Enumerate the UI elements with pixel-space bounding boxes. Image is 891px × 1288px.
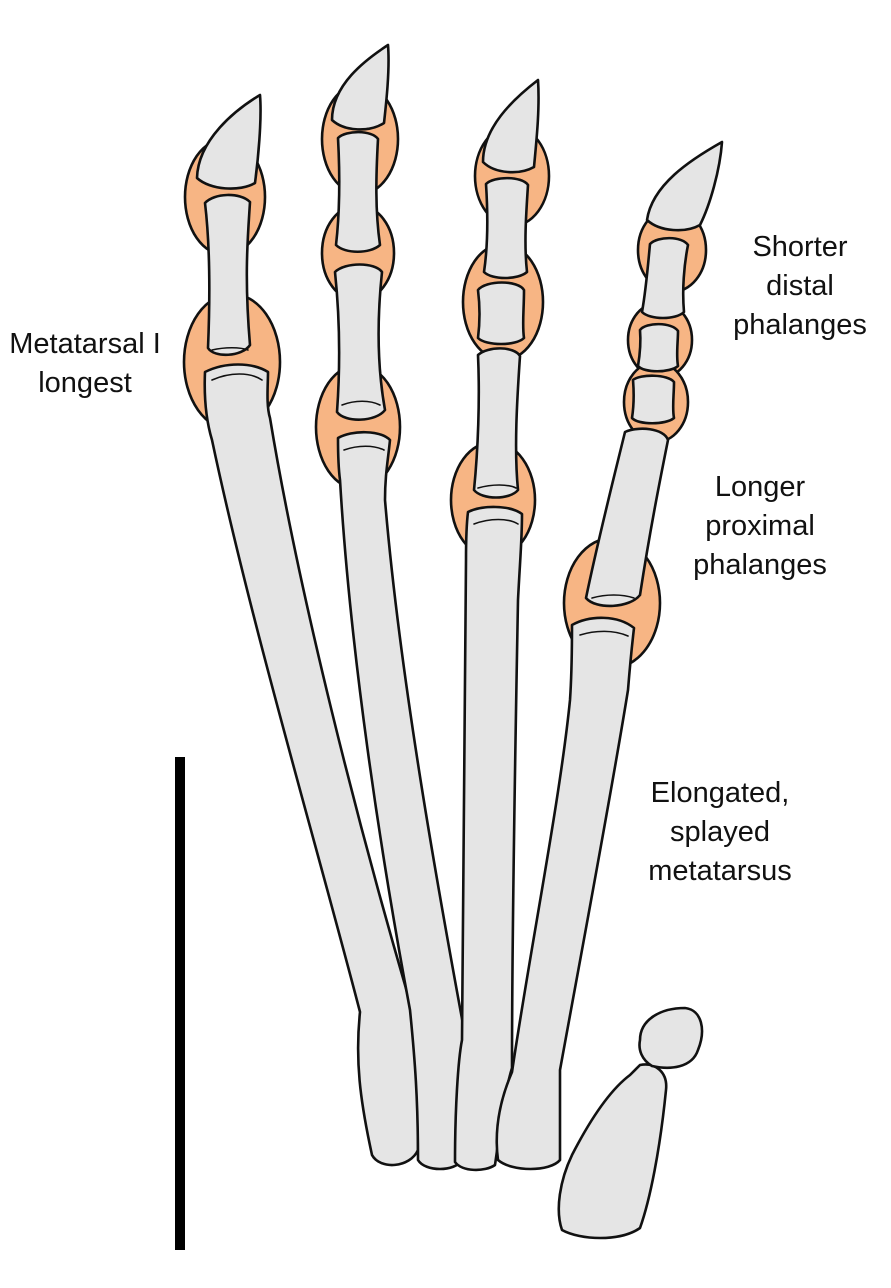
label-line: Shorter: [752, 231, 848, 263]
proximal-phalanx-2: [333, 263, 387, 421]
digit-3: [449, 78, 551, 1172]
label-line: longest: [38, 367, 132, 399]
scale-bar: [175, 757, 185, 1250]
middle-phalanx-4c: [640, 236, 690, 320]
label-line: phalanges: [693, 549, 827, 581]
metatarsal-3: [453, 505, 524, 1172]
label-line: metatarsus: [648, 855, 792, 887]
vestigial-phalanx: [638, 1006, 704, 1070]
label-line: Metatarsal I: [9, 328, 161, 360]
label-line: proximal: [705, 510, 815, 542]
digit-1: [182, 93, 420, 1167]
joint-line: [341, 400, 381, 406]
metatarsal-4: [495, 616, 636, 1171]
metatarsal-1: [203, 363, 420, 1167]
joint-line: [591, 594, 635, 599]
metatarsal-2: [336, 430, 467, 1171]
claw-1: [195, 93, 262, 190]
label-metatarsal-i-longest: Metatarsal I longest: [0, 325, 190, 403]
joint-line: [343, 445, 385, 451]
joint-line: [473, 518, 519, 525]
label-longer-proximal-phalanges: Longer proximal phalanges: [660, 468, 860, 585]
digit-4: [495, 140, 724, 1171]
joint-line: [211, 373, 263, 381]
joint-line: [211, 346, 249, 351]
joint-line: [579, 630, 629, 637]
proximal-phalanx-1: [203, 193, 252, 357]
label-elongated-splayed-metatarsus: Elongated, splayed metatarsus: [615, 774, 825, 891]
label-line: Elongated,: [650, 777, 790, 809]
label-line: splayed: [670, 816, 770, 848]
label-shorter-distal-phalanges: Shorter distal phalanges: [705, 228, 891, 345]
label-line: distal: [766, 270, 834, 302]
vestigial-metatarsal: [557, 1063, 668, 1240]
vestigial-digit: [557, 1006, 704, 1240]
digit-2: [314, 43, 467, 1171]
middle-phalanx-4b: [636, 322, 680, 373]
middle-phalanx-3b: [482, 176, 530, 280]
middle-phalanx-3a: [476, 281, 526, 346]
joint-line: [477, 484, 517, 489]
claw-4: [645, 140, 724, 232]
claw-2: [330, 43, 390, 131]
middle-phalanx-2: [334, 130, 382, 254]
proximal-phalanx-3: [472, 347, 522, 499]
label-line: Longer: [714, 471, 806, 503]
claw-3: [481, 78, 540, 174]
label-line: phalanges: [733, 309, 867, 341]
middle-phalanx-4a: [630, 374, 676, 425]
proximal-phalanx-4: [584, 427, 670, 608]
